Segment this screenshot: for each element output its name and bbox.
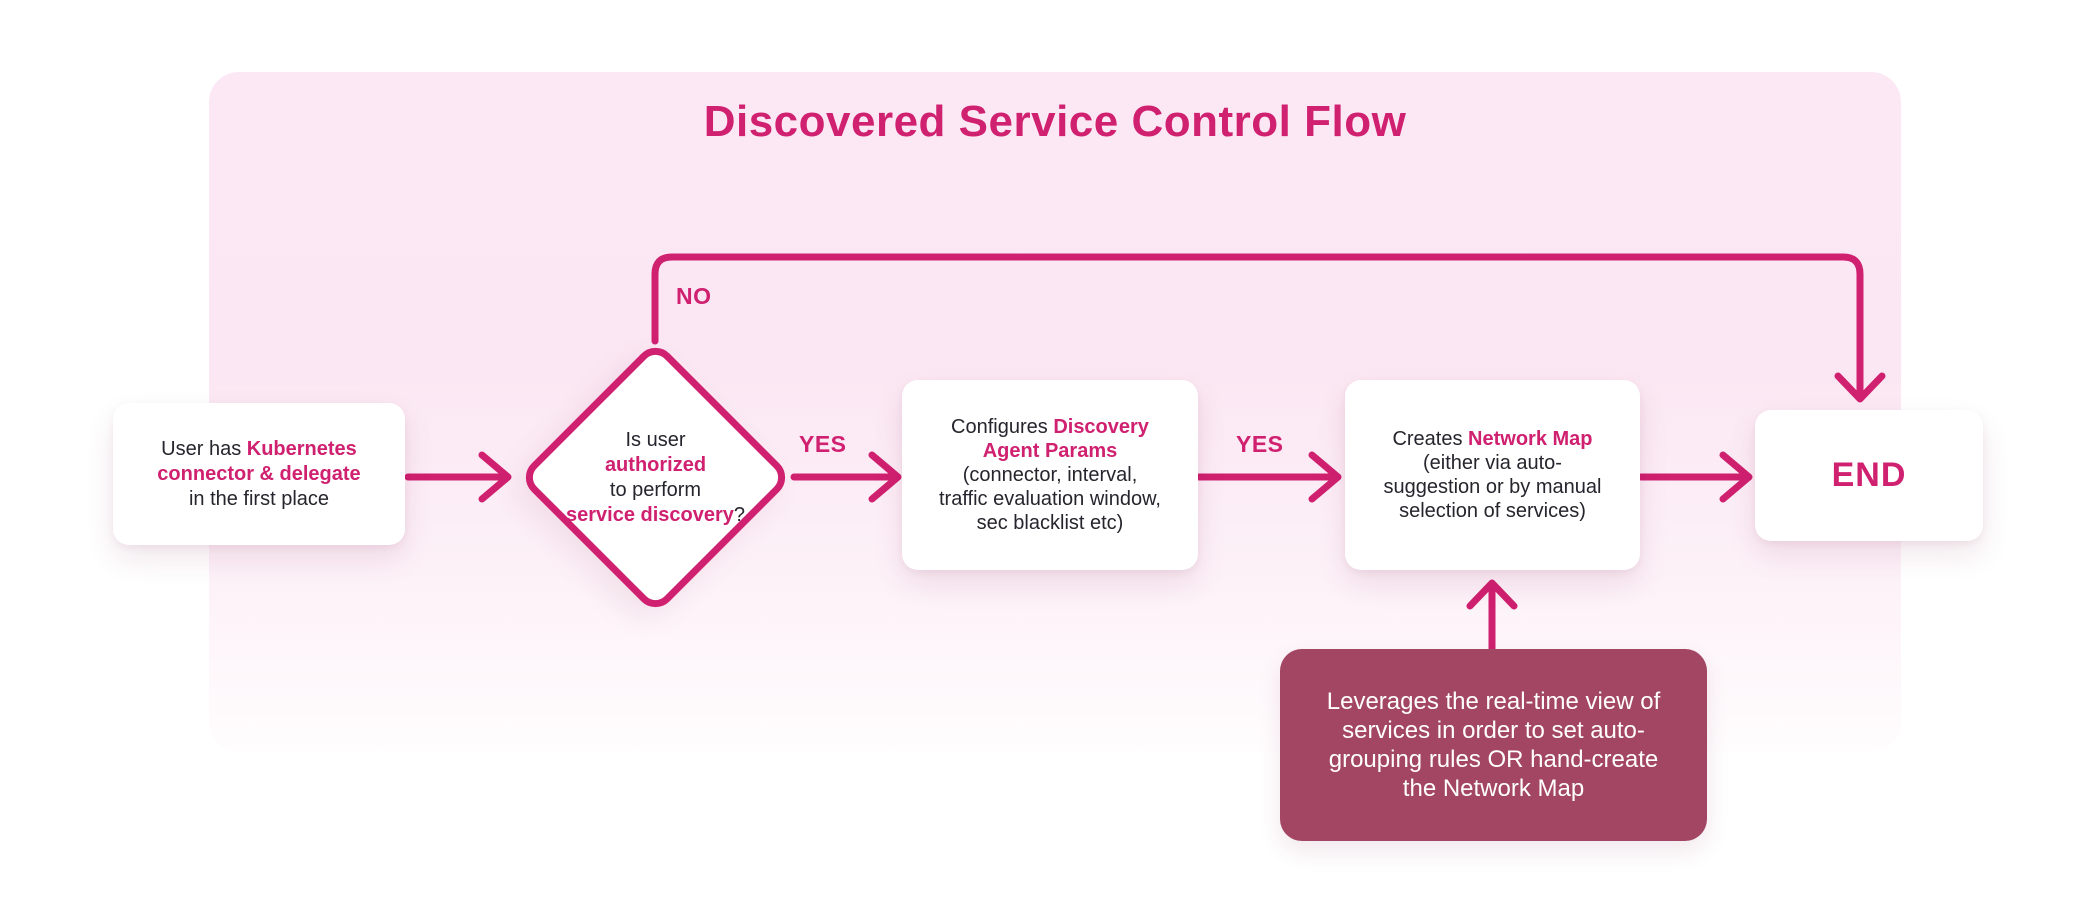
node-create-text: Creates Network Map(either via auto-sugg… — [1383, 428, 1602, 522]
edge-label-no: NO — [676, 283, 712, 309]
node-end-text: END — [1831, 456, 1907, 494]
edge-label-yes-configure: YES — [1236, 431, 1284, 457]
diagram-title: Discovered Service Control Flow — [703, 97, 1407, 146]
edge-label-yes-decision: YES — [799, 431, 847, 457]
node-end: END — [1755, 410, 1983, 541]
node-create-network-map: Creates Network Map(either via auto-sugg… — [1345, 380, 1640, 570]
